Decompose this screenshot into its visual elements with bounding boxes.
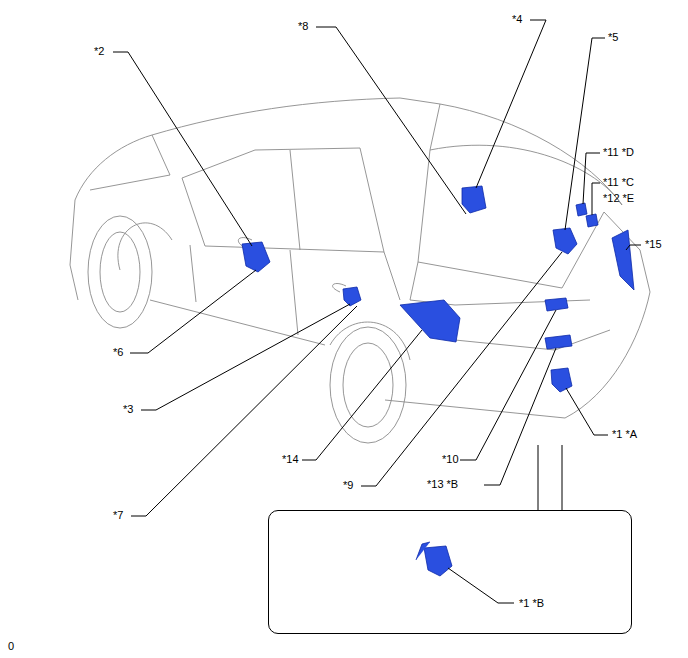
callout-number: *11 *D: [603, 146, 634, 159]
callout-number: *14: [282, 453, 299, 466]
callout-number: *12 *E: [603, 192, 634, 205]
callout-number: *3: [123, 403, 133, 416]
callout-number: *15: [645, 238, 662, 251]
inset-box: *1 *B: [268, 510, 632, 634]
callout-number: 0: [8, 640, 14, 653]
callout-number: *7: [113, 509, 123, 522]
callout-number: *5: [608, 31, 618, 44]
callout-number: *2: [94, 45, 104, 58]
callout-number: *1 *B: [519, 597, 544, 610]
callout-number: *13 *B: [427, 478, 458, 491]
callout-number: *10: [442, 453, 459, 466]
callout-number: *6: [113, 346, 123, 359]
callout-number: *4: [512, 13, 522, 26]
callout-number: *11 *C: [603, 176, 634, 189]
callout-number: *9: [343, 479, 353, 492]
callout-number: *1 *A: [612, 428, 637, 441]
callout-number: *8: [298, 20, 308, 33]
